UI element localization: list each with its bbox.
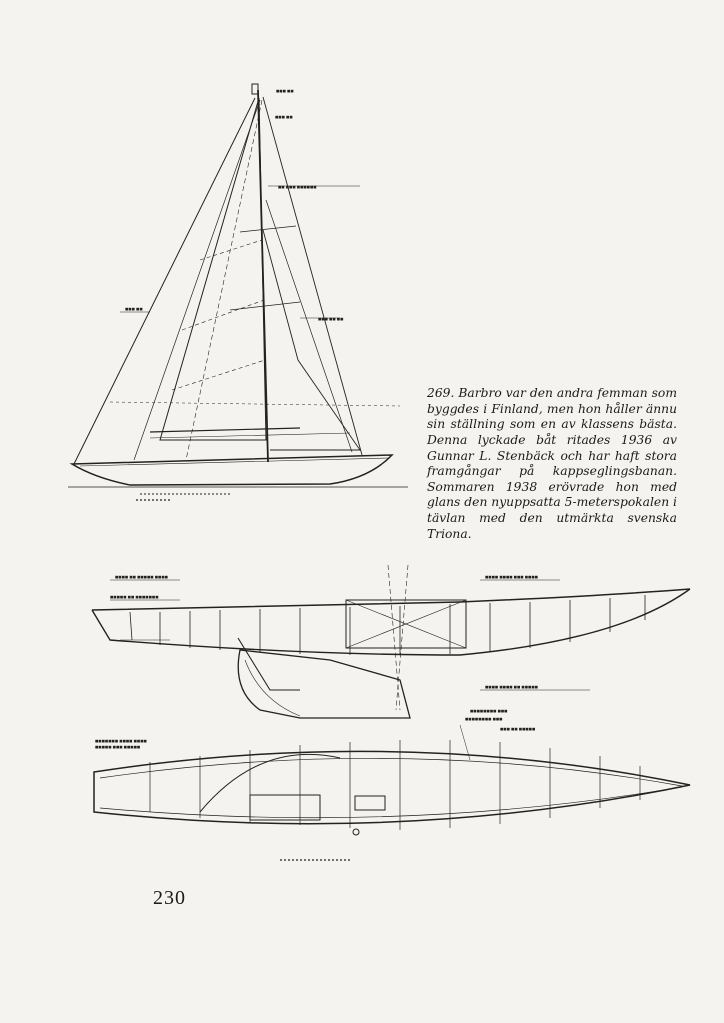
svg-text:■■■■ ■■■■ ■■■ ■■■■: ■■■■ ■■■■ ■■■ ■■■■ [485,575,538,579]
svg-text:■■■ ■■: ■■■ ■■ [276,89,294,93]
svg-text:■■■ ■■ ■■■■■: ■■■ ■■ ■■■■■ [500,727,535,731]
svg-text:■■■■■■■ ■■■■ ■■■■: ■■■■■■■ ■■■■ ■■■■ [95,739,147,743]
svg-text:■■ ■■■ ■■■■■■: ■■ ■■■ ■■■■■■ [278,185,317,189]
svg-text:■■■■■■■■ ■■■: ■■■■■■■■ ■■■ [465,717,503,721]
svg-text:■■■■■ ■■ ■■■■■■■: ■■■■■ ■■ ■■■■■■■ [110,595,159,599]
svg-text:■■■■ ■■ ■■■■■ ■■■■: ■■■■ ■■ ■■■■■ ■■■■ [115,575,168,579]
svg-text:■■■ ■■: ■■■ ■■ [275,115,293,119]
svg-text:■■■■ ■■■■ ■■ ■■■■■: ■■■■ ■■■■ ■■ ■■■■■ [485,685,538,689]
svg-text:■■■ ■■ ■■: ■■■ ■■ ■■ [318,317,343,321]
svg-text:■■■■■ ■■■ ■■■■■: ■■■■■ ■■■ ■■■■■ [95,745,140,749]
figure-caption: 269. Barbro var den andra femman som byg… [427,386,677,541]
svg-text:■■■■■■■■ ■■■: ■■■■■■■■ ■■■ [470,709,508,713]
svg-text:■■■ ■■: ■■■ ■■ [125,307,143,311]
page-number: 230 [153,887,186,909]
